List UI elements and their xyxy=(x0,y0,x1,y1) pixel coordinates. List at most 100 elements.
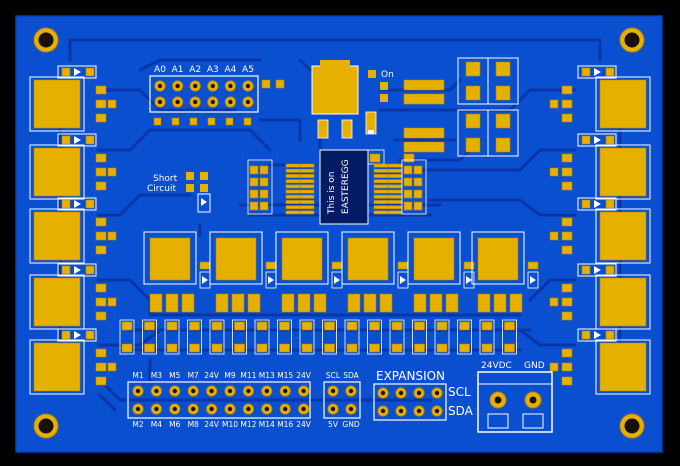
resistor-outline xyxy=(142,319,157,355)
pin-drill xyxy=(348,388,354,394)
resistor-pad xyxy=(261,79,271,89)
motor-bottom-label: M14 xyxy=(259,420,275,429)
resistor-pad xyxy=(459,321,470,331)
smd-pad xyxy=(259,189,269,199)
resistor-pad xyxy=(391,321,403,331)
resistor-outline xyxy=(502,319,517,355)
right-output-connectors xyxy=(549,65,651,395)
analog-label-a0: A0 xyxy=(154,65,166,75)
resistor-outline xyxy=(344,319,360,355)
resistor-pad xyxy=(301,343,313,353)
resistor-pad xyxy=(561,181,573,191)
diode-outline xyxy=(57,65,97,79)
analog-label-a3: A3 xyxy=(207,65,219,75)
led-pad xyxy=(527,261,539,270)
mosfet-tab-pad xyxy=(477,237,519,281)
motor-top-label: M3 xyxy=(151,371,162,380)
resistor-pad xyxy=(346,321,358,331)
resistor-outline xyxy=(299,319,315,355)
diode-pad xyxy=(61,265,71,275)
led-outline xyxy=(527,271,539,289)
resistor-outline xyxy=(254,319,270,355)
bottom-smd-row xyxy=(119,319,517,355)
mounting-hole-drill xyxy=(624,32,640,48)
ic-pin xyxy=(299,174,315,178)
connector-outline xyxy=(595,274,651,330)
expansion-title: EXPANSION xyxy=(376,369,445,383)
led-symbol xyxy=(334,276,340,284)
connector-outline xyxy=(595,144,651,200)
ic-pin xyxy=(285,174,301,178)
capacitor-group xyxy=(363,57,519,165)
pin-drill xyxy=(191,406,196,412)
mosfet-pin-pad xyxy=(429,293,443,313)
led-pad xyxy=(331,261,343,270)
mosfet-outline xyxy=(209,231,263,285)
mosfet-pin-pad xyxy=(181,293,195,313)
ic-pin xyxy=(387,179,403,184)
resistor-pad xyxy=(301,321,313,331)
diode-pad xyxy=(605,199,615,209)
resistor-outline xyxy=(164,319,180,355)
diode-symbol xyxy=(74,331,81,339)
pin-drill xyxy=(434,408,440,414)
resistor-pad xyxy=(561,362,573,372)
resistor-outline xyxy=(119,319,135,355)
pin-drill xyxy=(191,388,196,394)
top-resistors xyxy=(153,79,285,126)
smd-pad xyxy=(249,177,259,187)
connector-outline xyxy=(29,208,85,264)
connector-outline xyxy=(29,144,85,200)
resistor-pad xyxy=(561,376,573,386)
motor-bottom-label: 24V xyxy=(204,420,220,429)
ic-pin xyxy=(299,194,315,199)
resistor-pad xyxy=(549,231,559,241)
mosfet-pin-pad xyxy=(347,293,361,313)
pin-drill xyxy=(330,388,336,394)
resistor-outline xyxy=(367,319,382,355)
pin-drill xyxy=(227,388,233,394)
ic-pin xyxy=(299,205,315,210)
resistor-pad xyxy=(561,348,573,358)
connector-outline xyxy=(595,208,651,264)
resistor-pad xyxy=(436,343,448,353)
smd-pad xyxy=(413,165,423,175)
smd-pad xyxy=(249,189,259,199)
diode-symbol xyxy=(594,266,601,274)
pin-drill xyxy=(380,408,386,414)
diode-symbol xyxy=(594,136,601,144)
i2c-bottom-label: GND xyxy=(342,420,359,429)
mosfet-pin-pad xyxy=(165,293,179,313)
power-terminal: 24VDC GND xyxy=(477,361,553,433)
diode-symbol xyxy=(594,331,601,339)
ic-pin xyxy=(387,205,403,210)
diode-symbol xyxy=(74,68,81,76)
resistor-pad xyxy=(391,343,403,353)
resistor-pad xyxy=(369,321,380,331)
resistor-pad xyxy=(107,362,117,372)
resistor-pad xyxy=(561,297,573,307)
mosfet-pin-pad xyxy=(363,293,377,313)
resistor-outline xyxy=(277,319,292,355)
motor-top-label: M1 xyxy=(132,371,143,380)
ic-pin xyxy=(285,200,301,204)
pin-drill xyxy=(175,83,180,89)
mosfet-row xyxy=(143,231,539,313)
motor-bottom-label: M12 xyxy=(240,420,256,429)
resistor-pad xyxy=(95,283,107,293)
resistor-pad xyxy=(189,343,200,353)
resistor-pad xyxy=(549,297,559,307)
pin-drill xyxy=(135,406,141,412)
pin-drill xyxy=(154,388,159,394)
resistor-pad xyxy=(549,362,559,372)
connector-pad xyxy=(33,211,81,261)
resistor-pad xyxy=(403,153,415,163)
mosfet-pin-pad xyxy=(231,293,245,313)
pin-drill xyxy=(172,388,177,394)
pin-drill xyxy=(209,406,214,412)
capacitor-pad xyxy=(465,113,481,129)
connector-outline xyxy=(29,274,85,330)
resistor-outline xyxy=(187,319,202,355)
connector-pad xyxy=(599,211,647,261)
led-symbol xyxy=(268,276,274,284)
